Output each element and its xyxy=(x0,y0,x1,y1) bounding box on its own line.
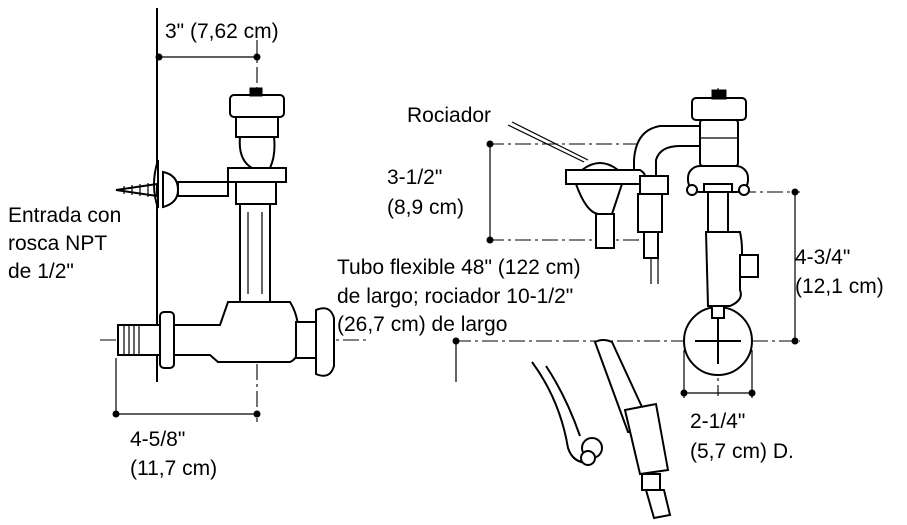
right-front-view xyxy=(452,88,800,398)
holder-bracket xyxy=(639,175,669,195)
rociador-leader xyxy=(511,121,589,161)
bottom-width-label-line-2: (11,7 cm) xyxy=(130,457,218,480)
inlet-label-line-2: rosca NPT xyxy=(8,232,108,255)
mount-screw xyxy=(686,184,698,196)
dim-arrow-dot xyxy=(486,236,494,244)
spud-arm xyxy=(177,181,229,197)
dim-arrow-dot xyxy=(791,337,799,345)
handle-dia-label-line-2: (5,7 cm) D. xyxy=(690,440,794,463)
inlet-pipe xyxy=(117,324,167,356)
inlet-label-line-3: de 1/2" xyxy=(8,260,74,283)
cap-screw xyxy=(249,87,263,97)
sprayer-grip xyxy=(623,402,670,476)
top-offset-label: 3" (7,62 cm) xyxy=(165,20,279,43)
bottom-width-label-line-1: 4-5/8" xyxy=(130,428,186,451)
right-height-label-line-2: (12,1 cm) xyxy=(795,275,884,298)
handle-stem xyxy=(711,305,725,319)
dim-arrow-dot xyxy=(486,140,494,148)
dim-arrow-dot xyxy=(680,389,688,397)
lever-pivot-inner xyxy=(580,450,596,466)
escutcheon-flange xyxy=(162,170,180,209)
valve-body-right xyxy=(699,119,739,167)
elbow xyxy=(633,125,701,177)
stop-handle xyxy=(315,307,335,377)
sprayer-neck xyxy=(595,213,615,249)
sprayer-coupling xyxy=(641,473,661,491)
dim-arrow-dot xyxy=(253,410,261,418)
dim-arrow-dot xyxy=(112,410,120,418)
sprayer-height-label-line-2: (8,9 cm) xyxy=(387,196,465,219)
dim-arrow-dot xyxy=(155,53,163,61)
hose-label-line-3: (26,7 cm) de largo xyxy=(337,313,508,336)
sprayer-top xyxy=(579,162,621,171)
left-side-view xyxy=(100,8,370,422)
plate-slot xyxy=(703,183,733,193)
valve-cap-right xyxy=(691,97,747,121)
handle-cross xyxy=(695,318,741,364)
right-height-label-line-1: 4-3/4" xyxy=(795,246,851,269)
rociador-label: Rociador xyxy=(407,104,492,127)
handle-dia-label-line-1: 2-1/4" xyxy=(690,410,746,433)
hose-label-line-2: de largo; rociador 10-1/2" xyxy=(337,285,574,308)
dim-arrow-dot xyxy=(791,188,799,196)
tube-upper xyxy=(707,191,729,233)
coupling-nut xyxy=(227,167,287,183)
valve-body-top xyxy=(235,116,279,138)
inlet-label-line-1: Entrada con xyxy=(8,204,122,227)
hose-label-line-1: Tubo flexible 48" (122 cm) xyxy=(337,256,581,279)
vacuum-breaker xyxy=(704,231,743,307)
valve-body xyxy=(238,136,276,169)
valve-cap xyxy=(229,94,285,118)
hose-fitting xyxy=(643,231,659,259)
rociador-leader xyxy=(507,124,585,163)
sprayer-height-label-line-1: 3-1/2" xyxy=(387,166,443,189)
dim-arrow-dot xyxy=(748,389,756,397)
stop-bonnet xyxy=(295,321,317,359)
sprayer-lever-inner xyxy=(545,365,581,437)
mount-screw xyxy=(738,184,750,196)
sprayer-detail xyxy=(531,339,672,520)
hose-coupling xyxy=(637,193,663,233)
sprayer-holder xyxy=(565,169,646,185)
side-outlet xyxy=(739,254,759,278)
tailpiece-spike xyxy=(115,182,158,198)
flush-tube xyxy=(239,203,271,305)
lower-body xyxy=(235,181,277,205)
sprayer-tail xyxy=(644,489,672,520)
cap-screw xyxy=(711,89,727,100)
inlet-flange xyxy=(159,311,175,369)
dim-arrow-dot xyxy=(452,337,460,345)
stop-body xyxy=(173,301,300,363)
sprayer-nozzle xyxy=(574,183,624,215)
